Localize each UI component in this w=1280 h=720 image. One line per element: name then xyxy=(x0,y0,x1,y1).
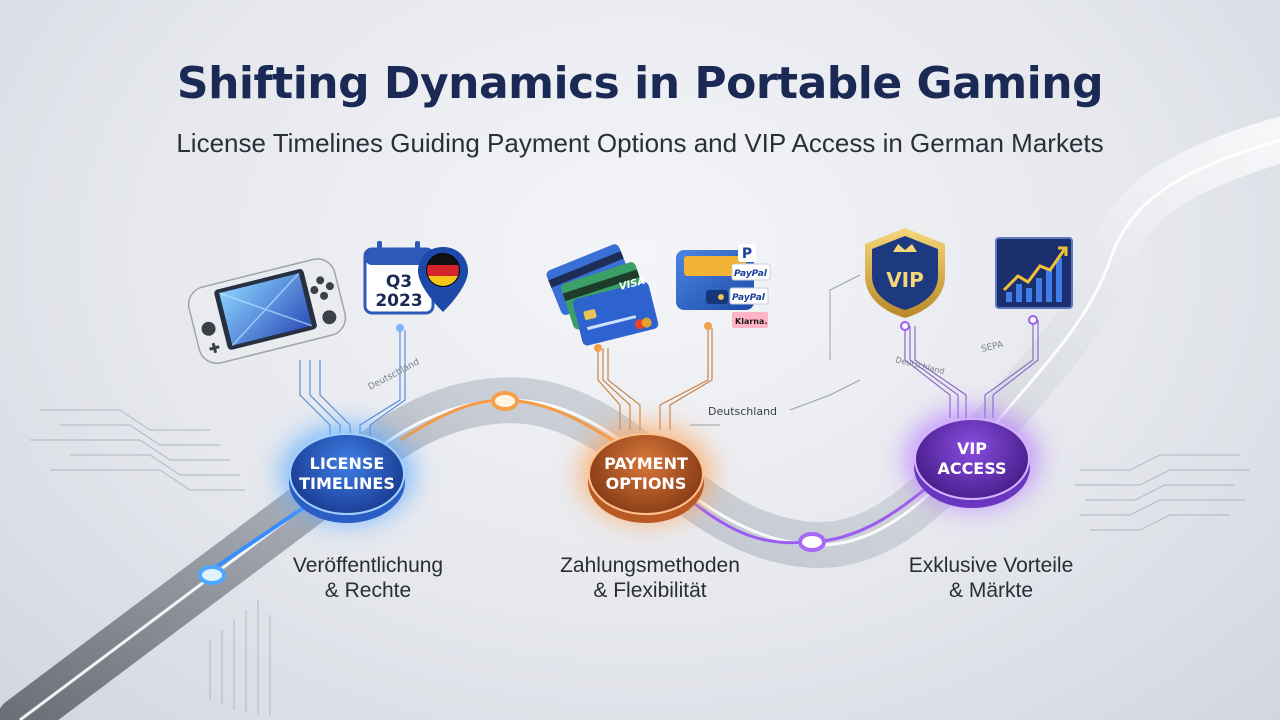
connectors-vip xyxy=(904,320,1039,418)
calendar-year: 2023 xyxy=(375,291,422,311)
connectors-license xyxy=(299,330,406,440)
germany-pin-icon xyxy=(418,247,468,312)
annotation-deutschland-3: Deutschland xyxy=(895,355,946,376)
stage-node-payment-options: PAYMENT OPTIONS xyxy=(588,433,704,515)
page-title: Shifting Dynamics in Portable Gaming xyxy=(176,58,1104,109)
annotation-sepa: SEPA xyxy=(980,340,1005,355)
page-subtitle: License Timelines Guiding Payment Option… xyxy=(176,128,1104,158)
circuit-traces-right xyxy=(1075,454,1250,531)
paypal-label-1: PayPal xyxy=(734,269,768,279)
growth-chart-icon xyxy=(995,237,1073,309)
stage-caption-license: Veröffentlichung & Rechte xyxy=(248,553,488,603)
handheld-console-icon xyxy=(187,258,347,365)
stage-caption-payment-line2: & Flexibilität xyxy=(593,579,707,602)
beacon-blue xyxy=(198,565,226,585)
stage-caption-vip: Exklusive Vorteile & Märkte xyxy=(871,553,1111,603)
beacon-orange xyxy=(491,391,519,411)
svg-text:P: P xyxy=(742,246,752,262)
circuit-traces-left xyxy=(30,409,271,715)
paypal-label-2: PayPal xyxy=(732,293,766,303)
stage-caption-payment: Zahlungsmethoden & Flexibilität xyxy=(530,553,770,603)
beacon-purple xyxy=(798,532,826,552)
annotation-deutschland-1: Deutschland xyxy=(367,357,422,392)
stage-node-vip-access: VIP ACCESS xyxy=(914,418,1030,500)
credit-cards-icon xyxy=(546,244,659,346)
stage-caption-vip-line1: Exklusive Vorteile xyxy=(908,554,1074,577)
stage-caption-license-line1: Veröffentlichung xyxy=(292,554,444,577)
payment-brand-cards: P xyxy=(729,244,771,328)
stage-caption-payment-line1: Zahlungsmethoden xyxy=(560,554,740,577)
stage-node-license-timelines: LICENSE TIMELINES xyxy=(289,433,405,515)
stage-caption-vip-line2: & Märkte xyxy=(948,579,1034,602)
stage-caption-license-line2: & Rechte xyxy=(324,579,412,602)
vip-shield-icon xyxy=(865,228,945,318)
vip-badge-label: VIP xyxy=(886,268,924,292)
klarna-label: Klarna. xyxy=(735,317,767,326)
annotation-deutschland-2: Deutschland xyxy=(708,405,777,418)
calendar-quarter: Q3 xyxy=(386,272,412,292)
connectors-payment xyxy=(597,328,713,430)
